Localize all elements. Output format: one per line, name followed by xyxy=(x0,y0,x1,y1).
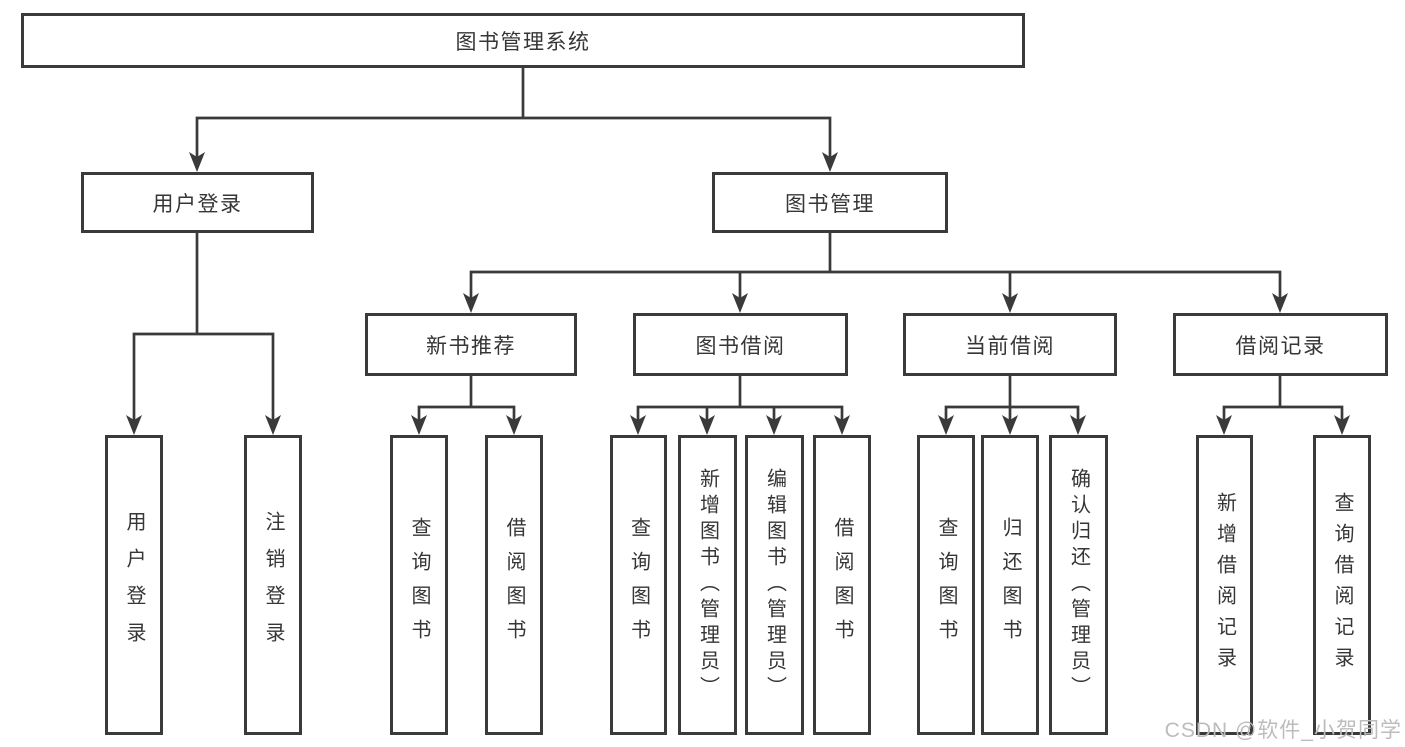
connector-path xyxy=(132,68,1344,421)
leaf-records-query-record: 查询借阅记录 xyxy=(1313,435,1371,735)
leaf-current-query-books: 查询图书 xyxy=(917,435,975,735)
node-book-management: 图书管理 xyxy=(712,172,948,233)
leaf-borrowing-borrow-books: 借阅图书 xyxy=(813,435,871,735)
leaf-current-return-books: 归还图书 xyxy=(981,435,1039,735)
node-borrowing-records: 借阅记录 xyxy=(1173,313,1388,376)
leaf-newbook-borrow-books: 借阅图书 xyxy=(485,435,543,735)
node-library-system: 图书管理系统 xyxy=(21,13,1025,68)
node-new-book-recommend: 新书推荐 xyxy=(365,313,577,376)
node-current-borrowing: 当前借阅 xyxy=(903,313,1117,376)
leaf-borrowing-edit-books-admin: 编辑图书（管理员） xyxy=(745,435,804,735)
leaf-records-add-record: 新增借阅记录 xyxy=(1196,435,1253,735)
node-user-login: 用户登录 xyxy=(81,172,314,233)
leaf-borrowing-add-books-admin: 新增图书（管理员） xyxy=(678,435,737,735)
watermark-csdn: CSDN @软件_小贺同学 xyxy=(1164,719,1402,742)
leaf-current-confirm-return-admin: 确认归还（管理员） xyxy=(1049,435,1108,735)
leaf-newbook-query-books: 查询图书 xyxy=(390,435,448,735)
leaf-logout: 注销登录 xyxy=(244,435,302,735)
leaf-borrowing-query-books: 查询图书 xyxy=(610,435,667,735)
node-book-borrowing: 图书借阅 xyxy=(633,313,848,376)
leaf-user-login: 用户登录 xyxy=(105,435,163,735)
